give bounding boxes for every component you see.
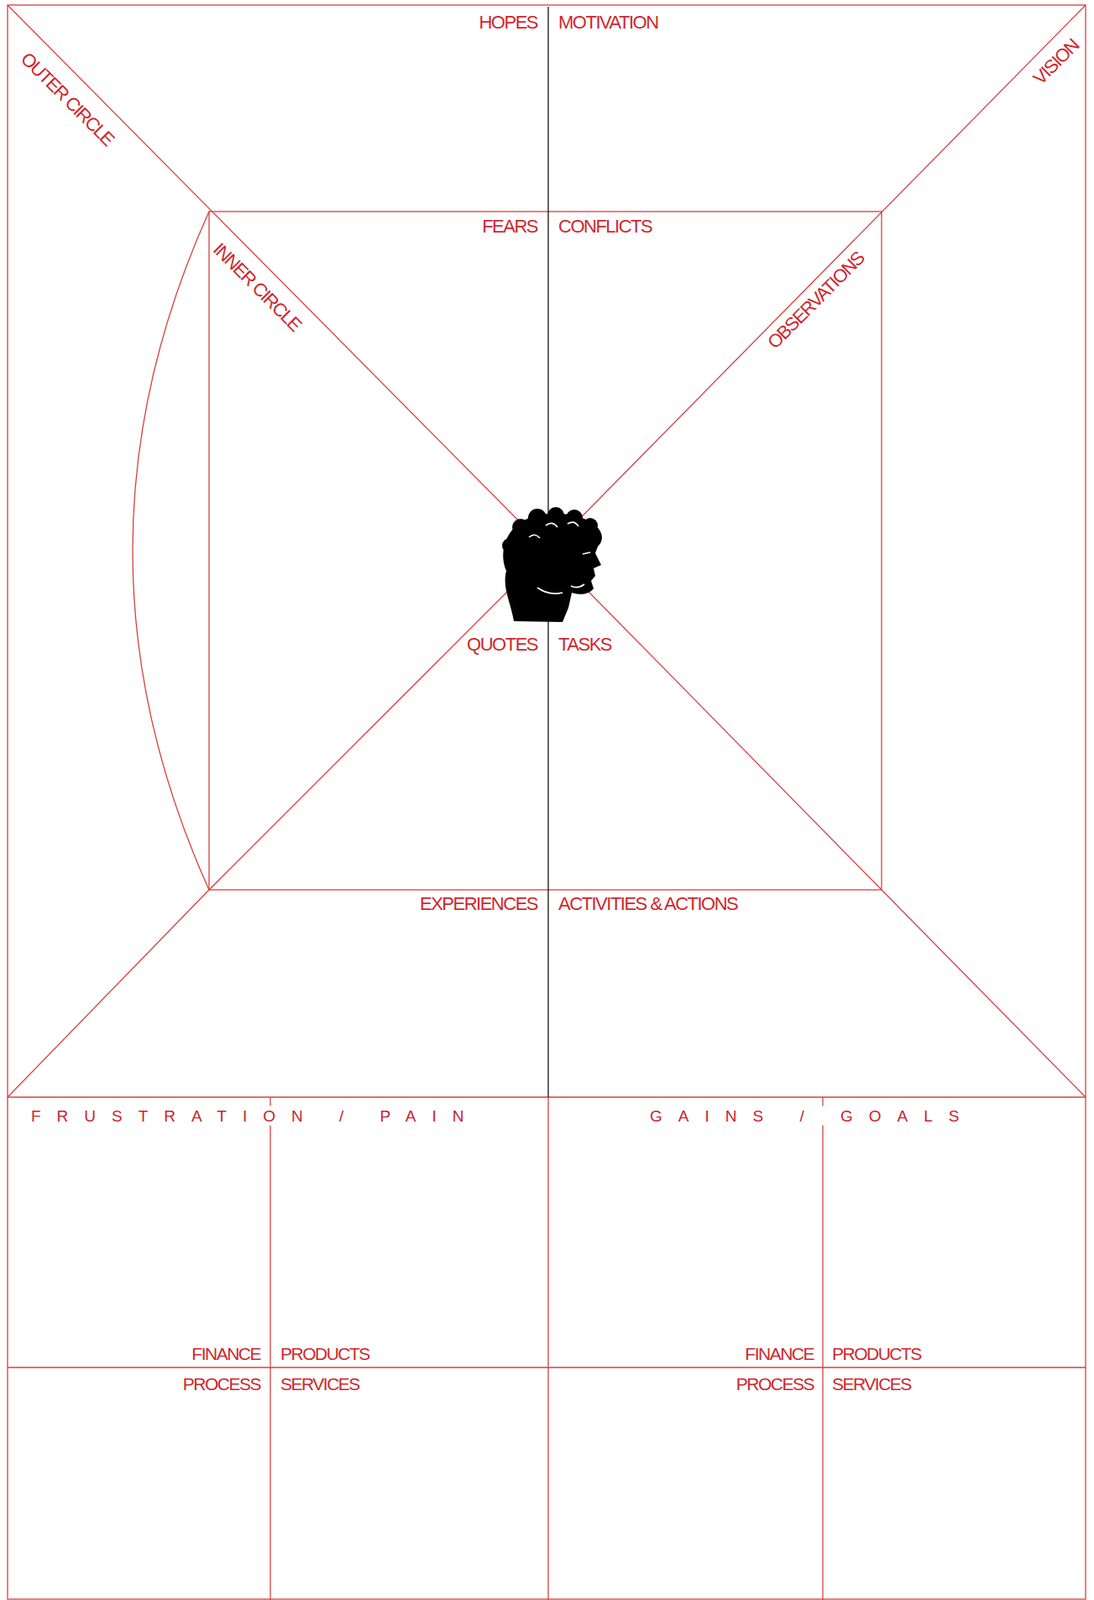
field-label: FINANCE [191, 1345, 261, 1363]
hair-curl [502, 538, 518, 554]
diagonal-line [7, 5, 549, 551]
head-silhouette [502, 513, 602, 623]
field-label: OUTER CIRCLE [17, 49, 118, 150]
diagonal-line [548, 5, 1086, 551]
field-label: OBSERVATIONS [764, 249, 869, 353]
grid-lines [7, 5, 1086, 1600]
outer-border [7, 5, 1086, 1600]
diagonal-line [548, 550, 882, 890]
field-label: INNER CIRCLE [209, 240, 305, 336]
field-label: CONFLICTS [558, 217, 652, 236]
field-label: TASKS [558, 635, 612, 655]
divider-line [7, 1096, 1086, 1098]
inner-arc [132, 211, 210, 890]
divider-line [821, 1097, 823, 1600]
field-label: PROCESS [736, 1375, 814, 1393]
divider-line [269, 1097, 271, 1600]
diagonal-line [209, 550, 549, 890]
hair-curl [512, 518, 529, 536]
divider-line [547, 1097, 549, 1600]
field-label: ACTIVITIES & ACTIONS [558, 895, 738, 914]
hair-curl [528, 508, 547, 528]
field-label: EXPERIENCES [419, 895, 538, 914]
diagonal-line [881, 889, 1086, 1098]
section-heading: GAINS / GOALS [646, 1106, 975, 1126]
field-label: PRODUCTS [280, 1345, 370, 1363]
divider-line [7, 1366, 1086, 1368]
field-label: FEARS [481, 217, 538, 236]
diagonal-line [7, 889, 210, 1098]
field-label: SERVICES [280, 1375, 360, 1393]
field-label: SERVICES [832, 1375, 911, 1393]
face-detail [537, 552, 591, 594]
inner-rectangle [209, 211, 882, 890]
hair-detail [528, 522, 579, 539]
field-label: PRODUCTS [832, 1345, 922, 1363]
head-illustration [502, 507, 602, 623]
field-label: QUOTES [466, 635, 538, 655]
field-label: HOPES [478, 13, 538, 32]
hair-curl [547, 507, 565, 524]
section-heading: FRUSTRATION / PAIN [27, 1106, 480, 1126]
field-label: VISION [1030, 36, 1083, 89]
field-label: MOTIVATION [558, 13, 659, 32]
field-label: PROCESS [183, 1375, 261, 1393]
field-label: FINANCE [744, 1345, 814, 1363]
hair-curl [582, 518, 598, 534]
